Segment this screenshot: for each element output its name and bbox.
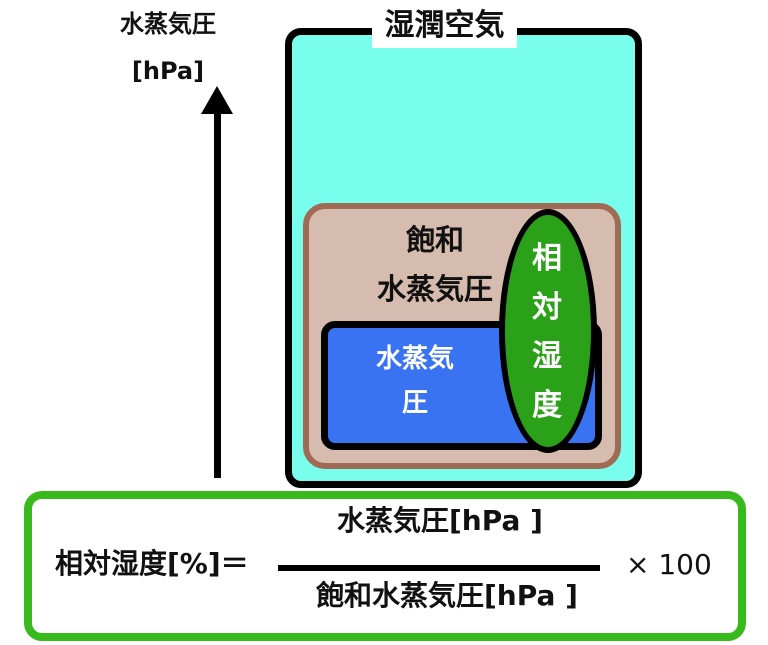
formula-lhs: 相対湿度[%]＝	[55, 547, 249, 580]
relative-humidity-ellipse	[499, 209, 597, 453]
relative-humidity-char: 湿	[532, 339, 562, 374]
axis-label-title: 水蒸気圧	[120, 10, 216, 38]
vertical-axis-arrow	[214, 102, 221, 478]
formula-numerator: 水蒸気圧[hPa ]	[337, 504, 543, 537]
relative-humidity-char: 相	[532, 241, 562, 276]
saturated-vapor-pressure-label-1: 飽和	[405, 223, 464, 257]
moist-air-title: 湿潤空気	[372, 4, 517, 48]
formula-denominator: 飽和水蒸気圧[hPa ]	[316, 579, 578, 612]
vapor-pressure-label-1: 水蒸気	[375, 344, 454, 374]
relative-humidity-char: 度	[532, 388, 562, 423]
axis-label-unit: [hPa]	[131, 57, 205, 85]
vapor-pressure-label-2: 圧	[401, 388, 428, 418]
relative-humidity-char: 対	[532, 290, 562, 325]
formula-multiplier: × 100	[626, 548, 712, 581]
fraction-bar	[278, 565, 600, 571]
saturated-vapor-pressure-label-2: 水蒸気圧	[376, 272, 493, 306]
